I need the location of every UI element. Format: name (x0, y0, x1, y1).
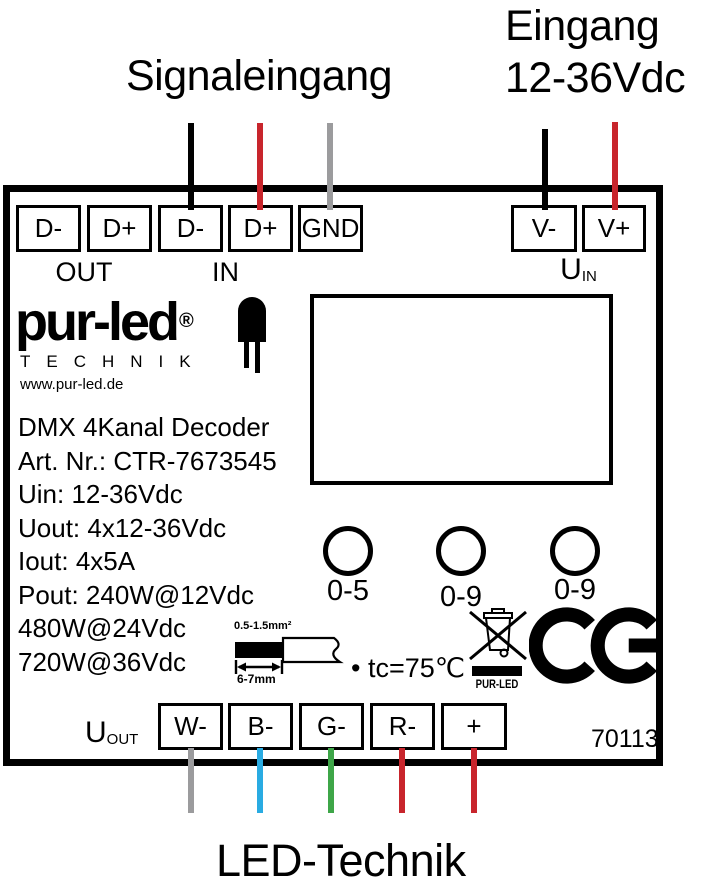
weee-bar (472, 666, 522, 676)
registered-trademark-symbol: ® (179, 310, 194, 332)
ce-mark-icon (529, 607, 657, 684)
terminal-plus: + (441, 703, 507, 750)
bottom-caption: LED-Technik (216, 835, 466, 886)
weee-brand-label: PUR-LED (475, 677, 519, 691)
group-label-in: IN (212, 257, 239, 287)
brand-name: pur-led (15, 292, 180, 352)
terminal-r-minus: R- (370, 703, 435, 750)
terminal-w-minus: W- (158, 703, 223, 750)
weee-crossed-out-bin-icon (469, 608, 527, 661)
brand-website: www.pur-led.de (20, 376, 124, 393)
group-label-u-in: UIN (511, 253, 646, 287)
brand-subtitle: TECHNIK (20, 352, 207, 371)
label-window (310, 294, 613, 485)
wire-g-channel (328, 748, 334, 813)
u-out-subscript: OUT (106, 731, 139, 748)
power-input-title: Eingang 12-36Vdc (505, 0, 686, 104)
wire-plus (471, 748, 477, 813)
spec-block: DMX 4Kanal Decoder Art. Nr.: CTR-7673545… (18, 411, 277, 679)
u-in-base: U (560, 253, 582, 286)
wire-v-plus (612, 122, 618, 210)
wire-d-plus-in (257, 123, 263, 210)
wire-w-channel (188, 748, 194, 813)
part-number: 70113 (591, 725, 659, 753)
spec-line-uout: Uout: 4x12-36Vdc (18, 512, 227, 543)
group-label-out: OUT (55, 257, 113, 287)
wire-v-minus (542, 129, 548, 210)
spec-line-pout-12v: Pout: 240W@12Vdc (18, 579, 254, 610)
wire-gnd-in (327, 123, 333, 210)
spec-line-uin: Uin: 12-36Vdc (18, 479, 183, 509)
led-symbol-icon (238, 297, 266, 373)
terminal-v-minus: V- (511, 205, 577, 252)
spec-line-product: DMX 4Kanal Decoder (18, 412, 270, 442)
brand-logo: pur-led® (15, 291, 194, 353)
terminal-d-minus-in: D- (158, 205, 223, 252)
rotary-switch-range-3: 0-9 (554, 574, 596, 606)
spec-line-article-number: Art. Nr.: CTR-7673545 (18, 445, 277, 476)
wire-strip-gauge-icon (234, 636, 344, 674)
rotary-switch-range-1: 0-5 (327, 575, 369, 607)
rotary-switch-tens (436, 526, 486, 576)
power-input-title-line1: Eingang (505, 2, 660, 50)
terminal-d-plus-in: D+ (228, 205, 293, 252)
power-input-title-line2: 12-36Vdc (505, 54, 686, 102)
rotary-switch-range-2: 0-9 (440, 581, 482, 613)
terminal-d-plus-out: D+ (87, 205, 152, 252)
spec-line-iout: Iout: 4x5A (18, 546, 136, 576)
rotary-switch-ones (550, 526, 600, 576)
wire-d-minus-in (188, 123, 194, 210)
terminal-g-minus: G- (299, 703, 364, 750)
wire-strip-length-label: 6-7mm (237, 672, 276, 686)
wire-b-channel (257, 748, 263, 813)
signal-input-title: Signaleingang (126, 52, 393, 100)
u-out-base: U (85, 716, 107, 749)
spec-line-pout-36v: 720W@36Vdc (18, 646, 187, 677)
group-label-u-out: UOUT (85, 716, 138, 750)
temperature-note: • tc=75℃ (351, 653, 466, 683)
terminal-b-minus: B- (228, 703, 293, 750)
wire-r-channel (399, 748, 405, 813)
u-in-subscript: IN (581, 268, 597, 285)
terminal-v-plus: V+ (582, 205, 646, 252)
rotary-switch-hundreds (323, 526, 373, 576)
terminal-d-minus-out: D- (16, 205, 81, 252)
wire-cross-section-label: 0.5-1.5mm² (234, 620, 292, 632)
terminal-gnd: GND (298, 205, 363, 252)
spec-line-pout-24v: 480W@24Vdc (18, 613, 187, 643)
